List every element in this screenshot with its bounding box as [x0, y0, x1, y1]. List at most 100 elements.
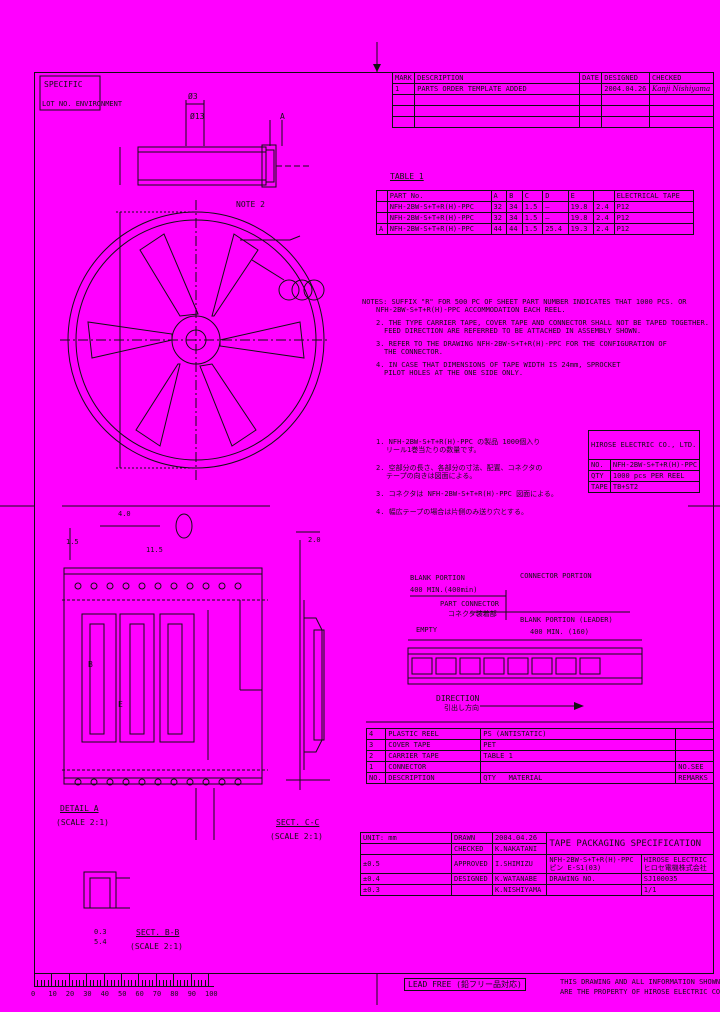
- table1-header-c: C: [521, 190, 544, 202]
- ruler-tick: [121, 974, 122, 986]
- note-line: PILOT HOLES AT THE ONE SIDE ONLY.: [384, 369, 524, 377]
- ruler-tick: [134, 980, 136, 986]
- tolerance-3: ±0.3: [360, 884, 452, 896]
- lead-free-label: LEAD FREE (鉛フリー品対応): [404, 978, 526, 991]
- revision-table-row: 1 PARTS ORDER TEMPLATE ADDED 2004.04.26 …: [391, 83, 715, 95]
- ruler-tick: [65, 980, 67, 986]
- ruler-label: 100: [205, 990, 218, 998]
- ruler-tick: [72, 980, 74, 986]
- ruler-tick: [208, 974, 209, 986]
- blank-portion-label: BLANK PORTION: [410, 574, 465, 582]
- rev-header-mark: MARK: [391, 72, 416, 84]
- ruler-tick: [173, 974, 175, 986]
- sheet-number: 1/1: [640, 884, 715, 896]
- ruler-tick: [100, 980, 102, 986]
- footer-line-1: THIS DRAWING AND ALL INFORMATION SHOWN T…: [560, 978, 720, 986]
- scale-ruler: [34, 974, 214, 987]
- ruler-tick: [40, 980, 42, 986]
- note-line: FEED DIRECTION ARE REFERRED TO BE ATTACH…: [384, 327, 642, 335]
- tape-label: TAPE: [588, 481, 611, 493]
- sect-c-scale: (SCALE 2:1): [270, 832, 323, 841]
- table-row: 2 CARRIER TAPE TABLE 1: [365, 750, 714, 762]
- ruler-tick: [169, 980, 171, 986]
- direction-label: DIRECTION: [436, 694, 480, 703]
- corner-box-title: SPECIFIC: [44, 80, 83, 89]
- table1: PART No. A B C D E ELECTRICAL TAPE NFH-2…: [376, 190, 695, 235]
- sect-c-dim: 2.0: [308, 536, 321, 544]
- ruler-tick: [58, 980, 60, 986]
- tolerance-1: ±0.5: [360, 854, 452, 874]
- ruler-tick: [44, 980, 46, 986]
- table-row: A NFH-2BW-S+T+R(H)-PPC 44 44 1.5 25.4 19…: [376, 223, 695, 235]
- name-2: I.SHIMIZU: [491, 854, 548, 874]
- table-row: 3 COVER TAPE PET: [365, 739, 714, 751]
- ruler-tick: [197, 980, 199, 986]
- ruler-tick: [204, 980, 206, 986]
- rev-header-designed: DESIGNED: [601, 72, 650, 84]
- ruler-label: 40: [100, 990, 110, 998]
- ruler-tick: [127, 980, 129, 986]
- note-line: 4. IN CASE THAT DIMENSIONS OF TAPE WIDTH…: [376, 361, 621, 369]
- note-line: 3. REFER TO THE DRAWING NFH-2BW-S+T+R(H)…: [376, 340, 667, 348]
- ruler-label: 30: [83, 990, 92, 998]
- company-name-en: HIROSE ELECTRIC: [643, 856, 708, 864]
- ruler-tick: [107, 980, 109, 986]
- ruler-label: 10: [48, 990, 57, 998]
- reel-dim-a: A: [280, 112, 285, 121]
- ruler-tick: [37, 980, 39, 986]
- ruler-label: 20: [65, 990, 75, 998]
- note-line: 2. 空部分の長さ、各部分の寸法、配置、コネクタの: [376, 464, 543, 472]
- ruler-tick: [103, 974, 105, 986]
- part-connector-jp: コネクタ装着部: [448, 610, 497, 618]
- ruler-tick: [68, 974, 70, 986]
- sect-b-scale: (SCALE 2:1): [130, 942, 183, 951]
- ruler-tick: [82, 980, 84, 986]
- table1-header-part: PART No.: [386, 190, 492, 202]
- connector-portion-label: CONNECTOR PORTION: [520, 572, 592, 580]
- ruler-tick: [162, 980, 164, 986]
- ruler-tick: [187, 980, 189, 986]
- revision-table-header: MARK DESCRIPTION DATE DESIGNED CHECKED: [391, 72, 715, 84]
- detail-a-dim-1: 1.5: [66, 538, 79, 546]
- parts-list-header: NO. DESCRIPTION QTY MATERIAL REMARKS: [365, 772, 714, 784]
- ruler-tick: [54, 980, 56, 986]
- table1-header-d: D: [542, 190, 569, 202]
- title-block: UNIT: mm DRAWN 2004.04.26 TAPE PACKAGING…: [360, 832, 715, 896]
- part-suffix: ピン E-S1(03): [549, 864, 602, 872]
- drawing-title: TAPE PACKAGING SPECIFICATION: [546, 832, 714, 855]
- note-line: NOTES: SUFFIX "R" FOR 500 PC OF SHEET PA…: [362, 298, 687, 306]
- parts-list: 4 PLASTIC REEL PS (ANTISTATIC) 3 COVER T…: [365, 728, 714, 784]
- ruler-tick: [176, 980, 178, 986]
- ruler-label: 60: [135, 990, 144, 998]
- ruler-tick: [86, 974, 88, 986]
- table1-header: PART No. A B C D E ELECTRICAL TAPE: [376, 190, 695, 202]
- ruler-tick: [138, 974, 140, 986]
- ruler-label: 70: [152, 990, 162, 998]
- ruler-tick: [47, 980, 49, 986]
- detail-a-scale: (SCALE 2:1): [56, 818, 109, 827]
- ruler-tick: [96, 980, 98, 986]
- footer-line-2: ARE THE PROPERTY OF HIROSE ELECTRIC CO.,…: [560, 988, 720, 996]
- ruler-tick: [114, 980, 116, 986]
- ruler-tick: [152, 980, 154, 986]
- ruler-label: 90: [187, 990, 197, 998]
- note-line: リール1巻当たりの数量です。: [386, 446, 481, 454]
- sect-c-title: SECT. C-C: [276, 818, 320, 827]
- ruler-tick: [145, 980, 147, 986]
- sect-b-dim-1: 0.3: [94, 928, 107, 936]
- note-line: 3. コネクタは NFH-2BW-S+T+R(H)-PPC 図面による。: [376, 490, 558, 498]
- note-line: NFH-2BW-S+T+R(H)-PPC ACCOMMODATION EACH …: [376, 306, 566, 314]
- ruler-tick: [190, 974, 192, 986]
- table-row: 4 PLASTIC REEL PS (ANTISTATIC): [365, 728, 714, 740]
- ruler-tick: [201, 980, 203, 986]
- reel-dim-side: Ø13: [190, 112, 205, 121]
- drawn-label: DRAWN: [451, 832, 493, 844]
- company-spec-block: HIROSE ELECTRIC CO., LTD. NO. NFH-2BW-S+…: [587, 430, 701, 493]
- ruler-tick: [148, 980, 150, 986]
- checked-label: CHECKED: [451, 843, 493, 855]
- detail-a-label-b: B: [88, 660, 93, 669]
- rev-signature: Kanji Nishiyama: [648, 83, 715, 95]
- code-value: NFH-2BW-S+T+R(H)-PPC: [609, 459, 701, 471]
- sect-b-title: SECT. B-B: [136, 928, 180, 937]
